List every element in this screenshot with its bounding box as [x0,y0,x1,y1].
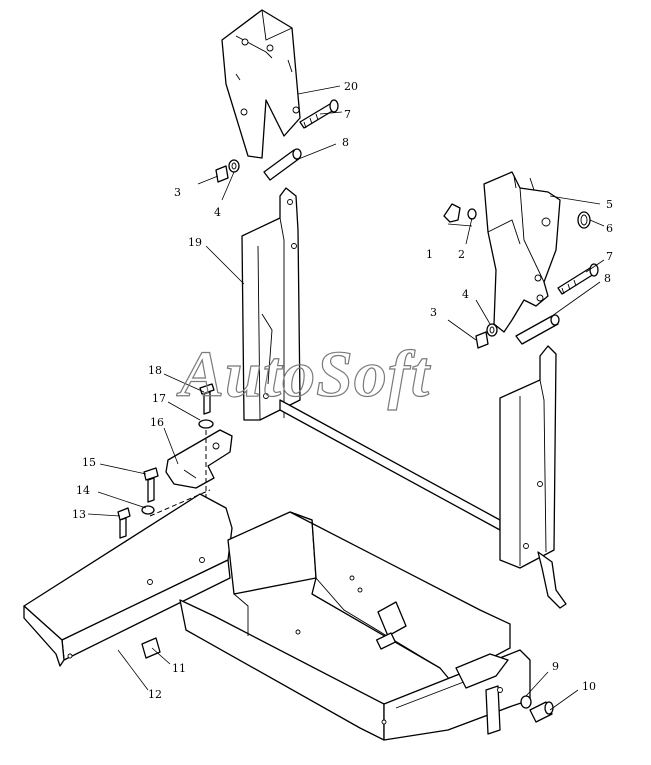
right-bracket [483,171,561,333]
callout-13: 13 [72,508,86,521]
callout-2: 2 [458,248,465,261]
leader-lines [87,85,605,711]
callout-3-lower: 3 [430,306,437,319]
callout-3-upper: 3 [174,186,181,199]
bushing-10 [529,701,554,723]
chassis-frame [23,493,531,741]
callout-16: 16 [150,416,164,429]
nut-11 [141,637,161,659]
assembly-line-15 [149,489,211,517]
plate-16 [165,429,233,489]
bolt-15 [143,467,159,503]
callout-8-lower: 8 [604,272,611,285]
callout-5: 5 [606,198,613,211]
callout-18: 18 [148,364,162,377]
sleeve-8-upper [263,148,302,181]
callout-9: 9 [552,660,559,673]
bolt-13 [117,507,131,539]
callout-7-lower: 7 [606,250,613,263]
callout-7-upper: 7 [344,108,351,121]
nut-3-lower [475,331,489,349]
pin-1 [443,203,461,223]
washer-17 [198,419,214,429]
callout-6: 6 [606,222,613,235]
callout-20: 20 [344,80,358,93]
callout-15: 15 [82,456,96,469]
callout-12: 12 [148,688,162,701]
watermark: AutoSoft [176,338,431,411]
callout-19: 19 [188,236,202,249]
upright-frame [241,187,567,609]
washer-2 [467,208,477,220]
bolt-7-upper [299,99,339,129]
bolt-7-lower [557,263,599,295]
callout-1: 1 [426,248,433,261]
washer-9 [520,695,532,709]
callout-11: 11 [172,662,186,675]
nut-3-upper [215,165,229,183]
callout-labels: 1 2 3 3 4 4 5 6 7 7 8 8 9 10 11 12 13 14… [72,80,613,701]
callout-4-upper: 4 [214,206,221,219]
sleeve-8-lower [515,314,560,345]
callout-8-upper: 8 [342,136,349,149]
callout-17: 17 [152,392,166,405]
callout-14: 14 [76,484,90,497]
callout-4-lower: 4 [462,288,469,301]
upper-left-bracket [221,9,301,159]
callout-10: 10 [582,680,596,693]
